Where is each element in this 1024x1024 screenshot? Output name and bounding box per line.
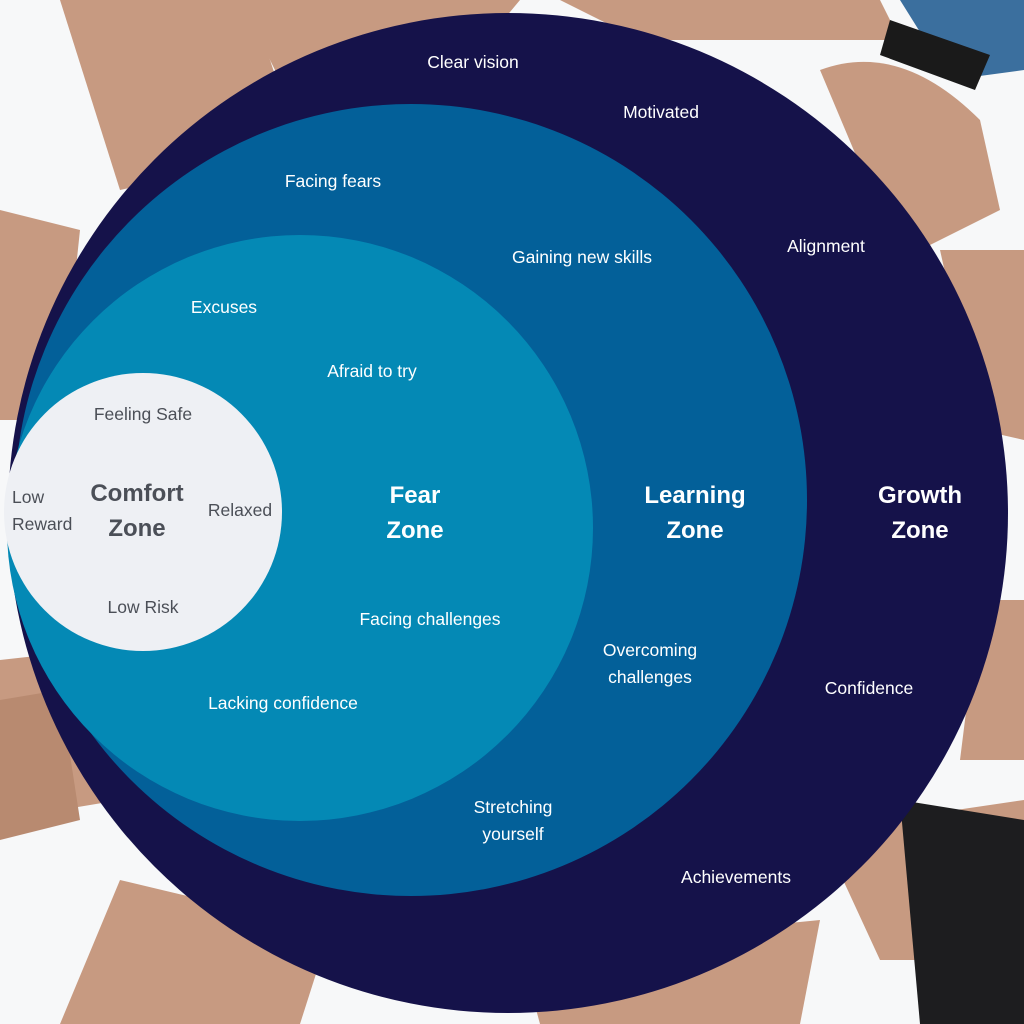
- learning-zone-trait-line: yourself: [482, 824, 543, 844]
- fear-zone-trait: Lacking confidence: [208, 693, 358, 713]
- hand-top-right: [560, 0, 900, 40]
- learning-zone-trait-line: Facing fears: [285, 171, 382, 191]
- growth-zone-trait: Achievements: [681, 867, 791, 887]
- learning-zone-title-line: Zone: [666, 517, 723, 544]
- dark-sleeve: [900, 800, 1024, 1024]
- comfort-zone-circle: [4, 373, 282, 651]
- growth-zone-trait-line: Alignment: [787, 236, 865, 256]
- learning-zone-trait-line: Gaining new skills: [512, 247, 652, 267]
- comfort-zone-title-line: Comfort: [90, 480, 183, 507]
- comfort-zone-trait-line: Low Risk: [108, 597, 179, 617]
- hand-right: [940, 250, 1024, 440]
- growth-zone-trait: Motivated: [623, 102, 699, 122]
- fear-zone-title-line: Zone: [386, 517, 443, 544]
- learning-zone-trait: Overcoming challenges: [603, 640, 697, 687]
- fear-zone-trait-line: Excuses: [191, 297, 257, 317]
- growth-zone-trait-line: Achievements: [681, 867, 791, 887]
- fear-zone-trait-line: Afraid to try: [327, 361, 417, 381]
- fear-zone-trait: Excuses: [191, 297, 257, 317]
- comfort-zone-title-line: Zone: [108, 515, 165, 542]
- growth-zone-title-line: Zone: [891, 517, 948, 544]
- hand-right-upper: [820, 61, 1000, 261]
- learning-zone-trait-line: Overcoming: [603, 640, 697, 660]
- learning-zone-title-line: Learning: [644, 482, 745, 509]
- comfort-zone-trait-line: Feeling Safe: [94, 404, 192, 424]
- growth-zone-trait: Confidence: [825, 678, 914, 698]
- watch-strap: [880, 20, 990, 90]
- fear-zone-trait: Facing challenges: [359, 609, 500, 629]
- comfort-zone-trait-line: Reward: [12, 514, 72, 534]
- growth-zone-title-line: Growth: [878, 482, 962, 509]
- fear-zone-trait: Afraid to try: [327, 361, 417, 381]
- growth-zone-trait-line: Confidence: [825, 678, 914, 698]
- learning-zone-trait: Gaining new skills: [512, 247, 652, 267]
- growth-zone-trait: Clear vision: [427, 52, 518, 72]
- fear-zone-trait-line: Lacking confidence: [208, 693, 358, 713]
- learning-zone-trait: Stretching yourself: [474, 797, 553, 844]
- fear-zone-title-line: Fear: [390, 482, 441, 509]
- learning-zone-trait-line: Stretching: [474, 797, 553, 817]
- growth-zone-trait: Alignment: [787, 236, 865, 256]
- growth-zone-trait-line: Motivated: [623, 102, 699, 122]
- comfort-zone-trait: Low Risk: [108, 597, 179, 617]
- denim-sleeve: [900, 0, 1024, 80]
- growth-zone-trait-line: Clear vision: [427, 52, 518, 72]
- fear-zone-trait-line: Facing challenges: [359, 609, 500, 629]
- learning-zone-trait: Facing fears: [285, 171, 382, 191]
- comfort-zone-trait: Feeling Safe: [94, 404, 192, 424]
- comfort-zone-trait-line: Low: [12, 487, 44, 507]
- comfort-zone-trait-line: Relaxed: [208, 500, 272, 520]
- learning-zone-trait-line: challenges: [608, 667, 692, 687]
- comfort-zone-trait: Relaxed: [208, 500, 272, 520]
